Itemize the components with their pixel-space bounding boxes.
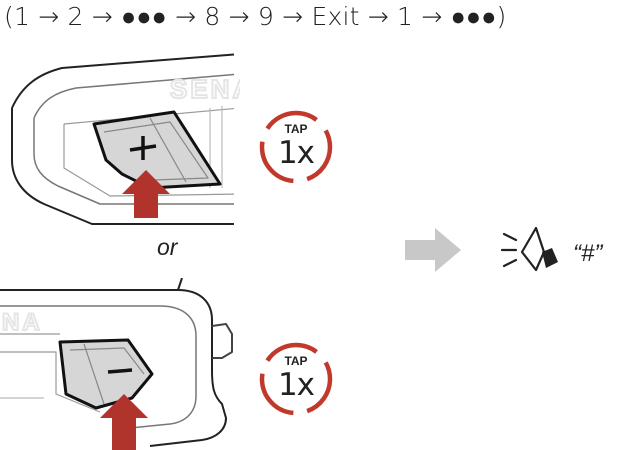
red-press-arrow-top [122, 170, 170, 218]
tap-word-bottom: TAP [284, 354, 308, 368]
speaker-icon [500, 226, 558, 272]
or-label: or [157, 234, 178, 260]
tap-word-top: TAP [284, 122, 308, 136]
device-top-brand: SENA [170, 74, 240, 104]
tap-count-bottom: 1x [277, 367, 315, 403]
red-press-arrow-bottom [100, 394, 148, 450]
voice-prompt-label: “#” [573, 240, 603, 267]
device-top-illustration: SENA [11, 53, 240, 225]
sequence-text: (1 → 2 → ●●● → 8 → 9 → Exit → 1 → ●●●) [4, 2, 507, 31]
tap-circle-icon [259, 342, 333, 416]
gray-right-arrow-icon [405, 228, 461, 272]
tap-circle-icon [259, 110, 333, 184]
tap-count-top: 1x [277, 135, 315, 171]
device-bottom-brand: NA [2, 309, 43, 336]
tap-indicator-bottom: TAP 1x [257, 340, 335, 418]
tap-indicator-top: TAP 1x [257, 108, 335, 186]
device-bottom-illustration: NA [0, 278, 233, 450]
